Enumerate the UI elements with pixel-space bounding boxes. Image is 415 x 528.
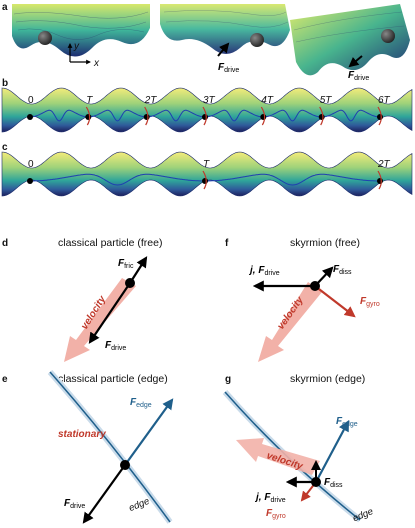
panel-label-e: e: [2, 374, 8, 385]
time-label: T: [203, 159, 210, 170]
time-label: 4T: [261, 95, 274, 106]
panel-title-d: classical particle (free): [58, 237, 162, 249]
red-trace: [85, 106, 91, 126]
time-label: 5T: [320, 95, 333, 106]
edge-force-arrow-e: [124, 398, 174, 466]
drive-label-g: j, Fdrive: [254, 492, 286, 504]
drive-label-e: Fdrive: [64, 498, 85, 510]
friction-label-d: Ffric: [118, 258, 134, 270]
time-marker: [143, 114, 150, 120]
potential-surface-3: [290, 4, 410, 76]
contour-lines-1: [13, 11, 149, 40]
track-b: [1, 87, 413, 133]
panel-a: a y x Fdrive Fdrive: [2, 2, 410, 82]
time-marker: [377, 178, 383, 184]
panel-title-e: classical particle (edge): [58, 373, 168, 385]
particle-d: [125, 278, 135, 288]
time-marker: [27, 178, 33, 184]
red-trace: [202, 170, 207, 190]
time-label: T: [86, 95, 93, 106]
drive-label-f: j, Fdrive: [248, 265, 280, 277]
drive-label-a3: Fdrive: [348, 70, 369, 82]
gyro-label-g: Fgyro: [266, 508, 286, 520]
red-trace: [144, 106, 149, 126]
time-marker: [85, 114, 92, 120]
velocity-arrow-g: [236, 438, 320, 475]
time-marker: [260, 114, 267, 120]
drive-arrow-d: [88, 282, 131, 344]
skyrmion-f: [310, 281, 320, 291]
time-marker: [318, 114, 325, 120]
red-trace: [377, 106, 382, 126]
markers-b: [27, 106, 383, 126]
time-label: 6T: [378, 95, 391, 106]
drive-arrow-e: [82, 464, 126, 524]
y-axis-label: y: [73, 41, 80, 52]
drive-label-d: Fdrive: [105, 340, 126, 352]
particle-ball-1: [38, 31, 52, 45]
edge-label-g: edge: [351, 506, 375, 524]
potential-surface-2: [160, 4, 290, 54]
markers-c: [27, 170, 383, 190]
time-label: 0: [28, 95, 34, 106]
x-axis-label: x: [93, 58, 100, 69]
drive-arrow-a3: [348, 55, 363, 68]
panel-title-g: skyrmion (edge): [290, 373, 365, 385]
panel-label-c: c: [2, 142, 8, 153]
panel-label-d: d: [2, 238, 8, 249]
panel-e: e classical particle (edge) edge Fedge s…: [2, 370, 174, 524]
panel-f: f skyrmion (free) velocity j, Fdrive Fdi…: [225, 237, 380, 362]
red-trace: [260, 106, 266, 126]
panel-title-f: skyrmion (free): [290, 237, 360, 249]
time-marker: [202, 114, 208, 120]
panel-label-a: a: [2, 2, 8, 13]
contour-lines-2: [163, 10, 289, 28]
contour-lines-3: [293, 11, 405, 43]
edge-force-label-e: Fedge: [130, 397, 152, 409]
time-label: 2T: [144, 95, 158, 106]
edge-line-e: [49, 371, 171, 523]
time-marker: [377, 114, 383, 120]
diss-label-g: Fdiss: [324, 477, 343, 489]
track-c: [1, 151, 413, 197]
panel-g: g skyrmion (edge) velocity Fedge j, Fdri…: [222, 373, 375, 524]
panel-label-g: g: [225, 374, 231, 385]
time-marker: [27, 114, 33, 120]
particle-ball-3: [381, 29, 395, 43]
velocity-arrow-f: [258, 282, 322, 362]
gyro-label-f: Fgyro: [360, 296, 380, 308]
drive-label-a2: Fdrive: [218, 62, 239, 74]
gyro-arrow-f: [314, 285, 356, 318]
red-trace: [202, 106, 207, 126]
time-labels-b: 0 T 2T 3T 4T 5T 6T: [28, 95, 391, 106]
diss-label-f: Fdiss: [333, 264, 352, 276]
time-label: 3T: [203, 95, 216, 106]
particle-ball-2: [250, 33, 264, 47]
drive-arrow-a2: [217, 42, 230, 57]
panel-b: b 0 T 2T 3T 4T 5T 6T: [1, 78, 413, 133]
edge-label-e: edge: [127, 496, 151, 514]
panel-d: d classical particle (free) velocity Ffr…: [2, 237, 162, 362]
skyrmion-g: [311, 477, 321, 487]
panel-label-b: b: [2, 78, 8, 89]
panel-c: c 0 T 2T: [1, 142, 413, 197]
red-trace: [319, 106, 324, 126]
time-labels-c: 0 T 2T: [28, 159, 391, 170]
edge-force-label-g: Fedge: [336, 416, 358, 428]
red-trace: [377, 170, 382, 190]
particle-e: [120, 460, 130, 470]
potential-surface-1: [12, 4, 150, 57]
time-marker: [202, 178, 208, 184]
edge-force-arrow-g: [315, 420, 350, 483]
panel-label-f: f: [225, 238, 229, 249]
stationary-label: stationary: [58, 429, 106, 440]
time-label: 0: [28, 159, 34, 170]
time-label: 2T: [377, 159, 391, 170]
